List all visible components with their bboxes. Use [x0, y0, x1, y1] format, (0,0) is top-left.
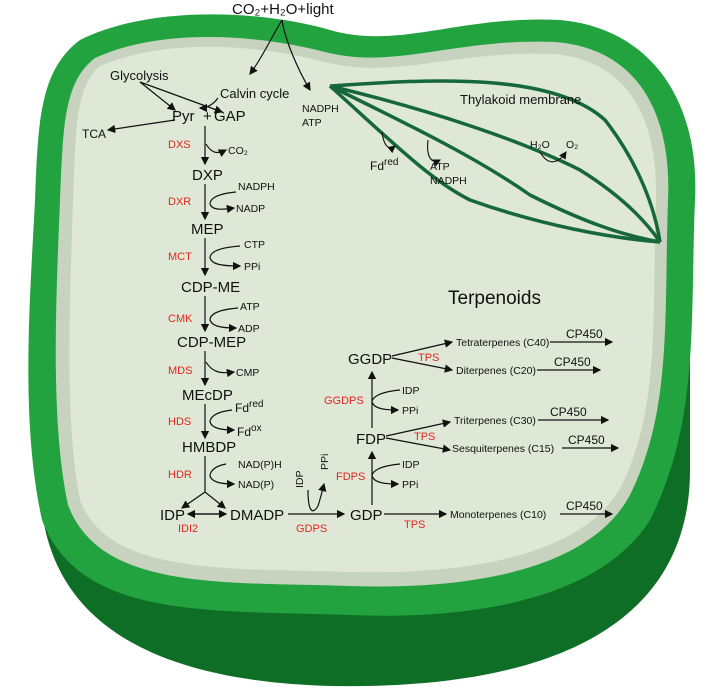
gap-label: GAP: [214, 108, 246, 125]
thylakoid-curve-4: [328, 84, 661, 244]
gdps-ppi-label: PPi: [319, 454, 331, 470]
gdp-label: GDP: [350, 507, 383, 524]
hdr-nadph-label: NAD(P)H: [238, 459, 282, 471]
mep-arrows: [181, 126, 346, 519]
terpenoid-arrows: [367, 337, 620, 519]
thylakoid-arrows: [381, 131, 567, 167]
diterpenes-label: Diterpenes (C20): [456, 365, 536, 377]
chloroplast-stroma: [69, 46, 657, 573]
thylakoid-o2-label: O₂: [566, 139, 578, 151]
enzyme-gdps: GDPS: [296, 523, 327, 535]
cp450-tri-label: CP450: [550, 405, 587, 419]
adp-label: ADP: [238, 323, 260, 335]
plus-sign: +: [203, 108, 212, 125]
thylakoid-curve-2: [329, 84, 662, 243]
chloroplast-body: [28, 14, 696, 687]
thylakoid-curve-1: [329, 79, 662, 243]
fdps-idp-label: IDP: [402, 459, 420, 471]
tca-label: TCA: [82, 127, 106, 141]
hds-fd-red-label: Fdred: [235, 399, 263, 415]
thylakoid-atp-label: ATP: [430, 161, 450, 173]
enzyme-mct: MCT: [168, 251, 192, 263]
enzyme-ggdps: GGDPS: [324, 395, 364, 407]
hdr-nadp-label: NAD(P): [238, 479, 274, 491]
enzyme-tps-fdp: TPS: [414, 431, 435, 443]
gdps-idp-label: IDP: [294, 470, 306, 488]
enzyme-dxs: DXS: [168, 139, 191, 151]
sesquiterpenes-label: Sesquiterpenes (C15): [452, 443, 554, 455]
calvin-cycle-label: Calvin cycle: [220, 86, 289, 101]
enzyme-tps-ggdp: TPS: [418, 352, 439, 364]
enzyme-hdr: HDR: [168, 469, 192, 481]
ggdps-idp-label: IDP: [402, 385, 420, 397]
thylakoid-nadph-label: NADPH: [430, 175, 467, 187]
glycolysis-label: Glycolysis: [110, 68, 169, 83]
cp450-sesqui-label: CP450: [568, 433, 605, 447]
light-input-label: CO₂+H₂O+light: [232, 1, 335, 18]
ggdps-ppi-label: PPi: [402, 405, 418, 417]
co2-label: CO₂: [228, 145, 248, 157]
cp450-mono-label: CP450: [566, 499, 603, 513]
enzyme-tps-mono: TPS: [404, 519, 425, 531]
fdp-label: FDP: [356, 431, 386, 448]
cmp-label: CMP: [236, 367, 259, 379]
cmk-atp-label: ATP: [240, 301, 260, 313]
hds-fd-ox-label: Fdox: [237, 423, 262, 439]
thylakoid-membrane-label: Thylakoid membrane: [460, 92, 581, 107]
thylakoid-membranes: [328, 79, 662, 244]
enzyme-idi2: IDI2: [178, 523, 198, 535]
fdps-ppi-label: PPi: [402, 479, 418, 491]
dmadp-label: DMADP: [230, 507, 284, 524]
pyr-label: Pyr: [172, 108, 195, 125]
enzyme-fdps: FDPS: [336, 471, 365, 483]
enzyme-mds: MDS: [168, 365, 192, 377]
terpenoid-branch: Terpenoids GDP TPS Monoterpenes (C10) CP…: [324, 288, 605, 531]
triterpenes-label: Triterpenes (C30): [454, 415, 536, 427]
cp450-di-label: CP450: [554, 355, 591, 369]
atp-input-label: ATP: [302, 117, 322, 129]
hmbdp-label: HMBDP: [182, 439, 236, 456]
dxr-nadph-label: NADPH: [238, 181, 275, 193]
ctp-label: CTP: [244, 239, 265, 251]
thylakoid-fd-red-label: Fdred: [370, 157, 398, 173]
ggdp-label: GGDP: [348, 351, 392, 368]
mep-label: MEP: [191, 221, 224, 238]
dxp-label: DXP: [192, 167, 223, 184]
thylakoid-h2o-label: H₂O: [530, 139, 550, 151]
cdp-me-label: CDP-ME: [181, 279, 240, 296]
tetraterpenes-label: Tetraterpenes (C40): [456, 337, 549, 349]
idp-label: IDP: [160, 507, 185, 524]
input-arrows: [106, 19, 311, 134]
monoterpenes-label: Monoterpenes (C10): [450, 509, 546, 521]
cdp-mep-label: CDP-MEP: [177, 334, 246, 351]
mecdp-label: MEcDP: [182, 387, 233, 404]
terpenoids-title: Terpenoids: [448, 288, 541, 309]
mep-pathway: Pyr + GAP DXS CO₂ DXP NADPH DXR NADP MEP…: [160, 108, 331, 535]
enzyme-hds: HDS: [168, 416, 191, 428]
dxr-nadp-label: NADP: [236, 203, 265, 215]
nadph-input-label: NADPH: [302, 103, 339, 115]
enzyme-cmk: CMK: [168, 313, 193, 325]
mct-ppi-label: PPi: [244, 261, 260, 273]
cp450-tetra-label: CP450: [566, 327, 603, 341]
thylakoid-curve-3: [329, 84, 661, 244]
enzyme-dxr: DXR: [168, 196, 191, 208]
